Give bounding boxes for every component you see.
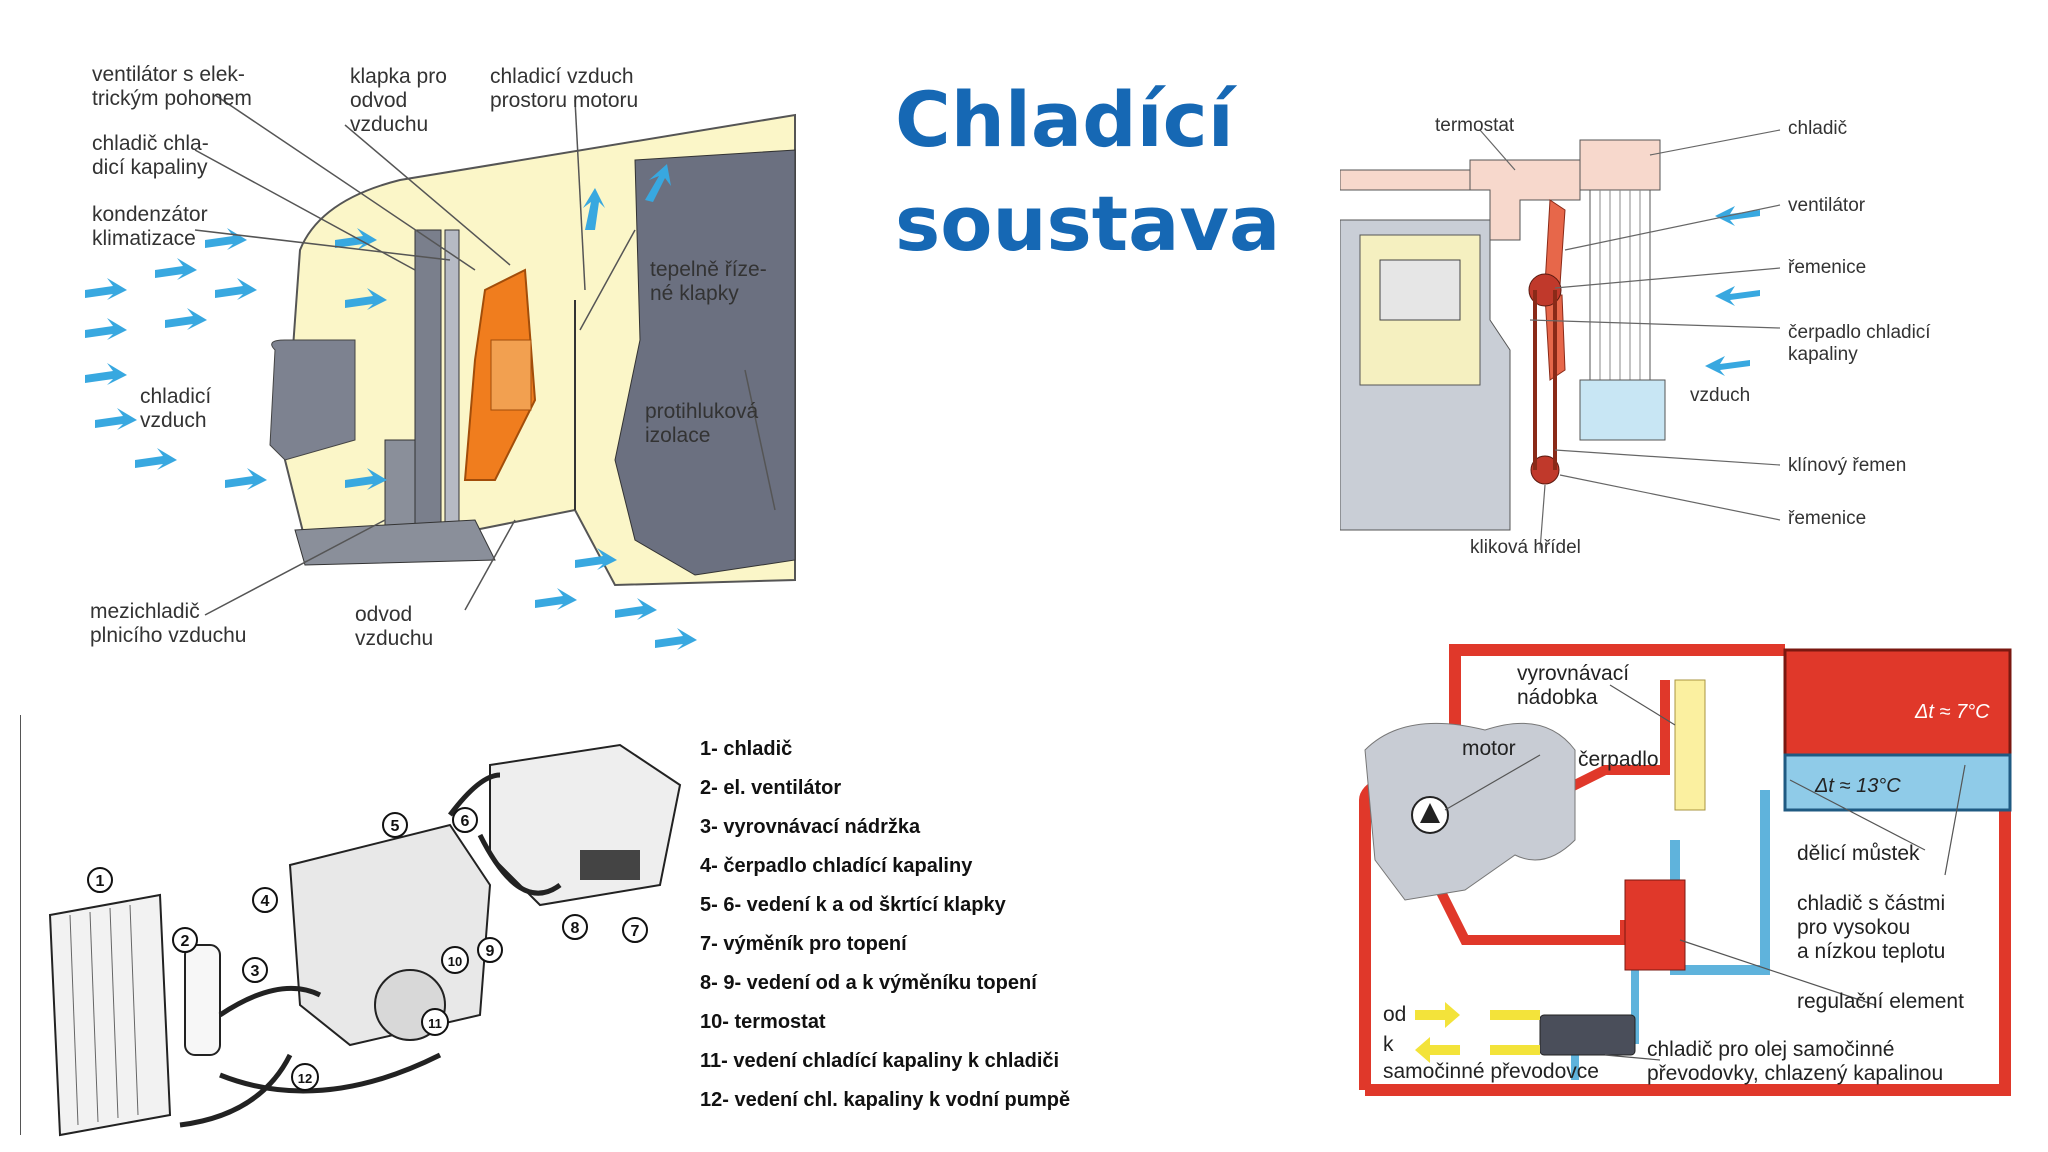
- engine-block: [614, 149, 796, 576]
- transmission-oil-cooler: [1539, 1014, 1636, 1056]
- underbody-tray: [294, 519, 496, 566]
- upper-hose: [1340, 169, 1471, 191]
- callout-12: 12: [298, 1071, 312, 1086]
- callout-2: 2: [181, 933, 190, 950]
- label-electric-fan: ventilátor s elek- trickým pohonem: [92, 63, 252, 110]
- transmission-flow-arrows: [1415, 1002, 1460, 1063]
- radiator: [414, 229, 442, 541]
- callout-10: 10: [448, 954, 462, 969]
- label-divider-bridge: dělicí můstek: [1797, 842, 1920, 865]
- label-sound-insulation: protihluková izolace: [645, 400, 759, 447]
- radiator-top-tank: [1579, 139, 1661, 191]
- parts-legend: 1- chladič 2- el. ventilátor 3- vyrovnáv…: [700, 735, 1120, 1125]
- legend-item-10: 10- termostat: [700, 1011, 826, 1033]
- legend-item-7: 7- výměník pro topení: [700, 933, 907, 955]
- label-regulating-element: regulační element: [1797, 990, 1964, 1013]
- label-coolant-pump: čerpadlo chladicí kapaliny: [1788, 322, 1931, 365]
- car-front-cooling-diagram: [85, 94, 796, 650]
- page-title: Chladící soustava: [895, 75, 1281, 268]
- label-air: vzduch: [1690, 385, 1751, 406]
- callout-8: 8: [571, 920, 580, 937]
- fan-blade-top: [1544, 199, 1566, 286]
- heater-core-drawing: [489, 743, 682, 907]
- engine-outline: [1364, 722, 1576, 901]
- legend-item-4: 4- čerpadlo chladící kapaliny: [700, 855, 973, 877]
- radiator-bottom-tank: [1579, 379, 1666, 441]
- callout-7: 7: [631, 923, 640, 940]
- radiator-drawing: [48, 893, 172, 1137]
- callout-6: 6: [461, 813, 470, 830]
- leader-lines: [194, 94, 776, 616]
- label-air-outlet: odvod vzduchu: [355, 603, 434, 650]
- label-oil-cooler: chladič pro olej samočinné převodovky, c…: [1647, 1038, 1944, 1085]
- label-ac-condenser: kondenzátor klimatizace: [92, 203, 208, 250]
- pump-triangle: [1420, 803, 1440, 823]
- belt-driven-cooling-diagram: [1340, 129, 1781, 551]
- label-fan: ventilátor: [1788, 195, 1866, 216]
- fan-motor: [490, 339, 532, 411]
- label-pump: čerpadlo: [1578, 748, 1659, 771]
- label-crankshaft: kliková hřídel: [1470, 537, 1581, 558]
- label-cooling-air: chladicí vzduch: [140, 385, 212, 432]
- legend-item-1: 1- chladič: [700, 738, 793, 760]
- leader-lines: [1444, 684, 1966, 1061]
- heater-exchanger: [580, 850, 640, 880]
- legend-item-12: 12- vedení chl. kapaliny k vodní pumpě: [700, 1089, 1071, 1111]
- callout-3: 3: [251, 963, 260, 980]
- condenser: [444, 229, 460, 541]
- bumper-shape: [269, 339, 356, 461]
- label-split-radiator: chladič s částmi pro vysokou a nízkou te…: [1797, 892, 1946, 963]
- label-engine: motor: [1462, 737, 1516, 760]
- delta-t-hot: Δt ≈ 7°C: [1914, 701, 1990, 723]
- label-pulley-upper: řemenice: [1788, 257, 1867, 278]
- callout-1: 1: [96, 873, 105, 890]
- delta-t-cold: Δt ≈ 13°C: [1814, 775, 1901, 797]
- legend-item-11: 11- vedení chladící kapaliny k chladiči: [700, 1050, 1060, 1072]
- expansion-tank: [1674, 679, 1706, 811]
- label-to: k: [1383, 1033, 1394, 1056]
- split-circuit-cooling-diagram: Δt ≈ 7°C Δt ≈ 13°C: [1359, 644, 2012, 1096]
- radiator-cold-section: [1783, 753, 2012, 812]
- label-intercooler: mezichladič plnicího vzduchu: [90, 600, 247, 647]
- label-thermostat: termostat: [1435, 115, 1515, 136]
- label-air-outlet-flap: klapka pro odvod vzduchu: [350, 65, 447, 136]
- legend-item-2: 2- el. ventilátor: [700, 777, 842, 799]
- radiator-fins: [1599, 190, 1641, 380]
- callout-5: 5: [391, 818, 400, 835]
- label-automatic-transmission: samočinné převodovce: [1383, 1060, 1599, 1083]
- label-radiator: chladič: [1788, 118, 1848, 139]
- label-v-belt: klínový řemen: [1788, 455, 1907, 476]
- label-from: od: [1383, 1003, 1407, 1026]
- engine-bay-parts-drawing: 1 2 3 4 5 6 7 8 9 10 11 12: [20, 715, 682, 1137]
- hot-coolant-loop-bottom: [1365, 760, 2011, 1096]
- label-expansion-tank: vyrovnávací nádobka: [1517, 662, 1630, 709]
- leader-lines: [1479, 129, 1781, 551]
- radiator-hot-section: [1783, 648, 2012, 757]
- air-flow-arrows: [85, 164, 697, 650]
- label-pulley-lower: řemenice: [1788, 508, 1867, 529]
- legend-item-5-6: 5- 6- vedení k a od škrtící klapky: [700, 894, 1006, 916]
- callout-9: 9: [486, 943, 495, 960]
- air-arrows: [1705, 206, 1760, 376]
- hoses: [179, 772, 562, 1128]
- legend-item-3: 3- vyrovnávací nádržka: [700, 816, 921, 838]
- callout-4: 4: [261, 893, 270, 910]
- regulating-element: [1624, 879, 1686, 971]
- label-thermal-flaps: tepelně říze- né klapky: [650, 258, 767, 305]
- label-coolant-radiator: chladič chla- dicí kapaliny: [92, 132, 209, 179]
- piston: [1379, 259, 1461, 321]
- callout-11: 11: [428, 1016, 442, 1031]
- legend-item-8-9: 8- 9- vedení od a k výměníku topení: [700, 972, 1037, 994]
- label-engine-cooling-air: chladicí vzduch prostoru motoru: [490, 65, 639, 112]
- expansion-tank-drawing: [184, 944, 221, 1056]
- pulley-lower: [1530, 455, 1560, 485]
- callout-markers: 1 2 3 4 5 6 7 8 9 10 11 12: [87, 807, 648, 1091]
